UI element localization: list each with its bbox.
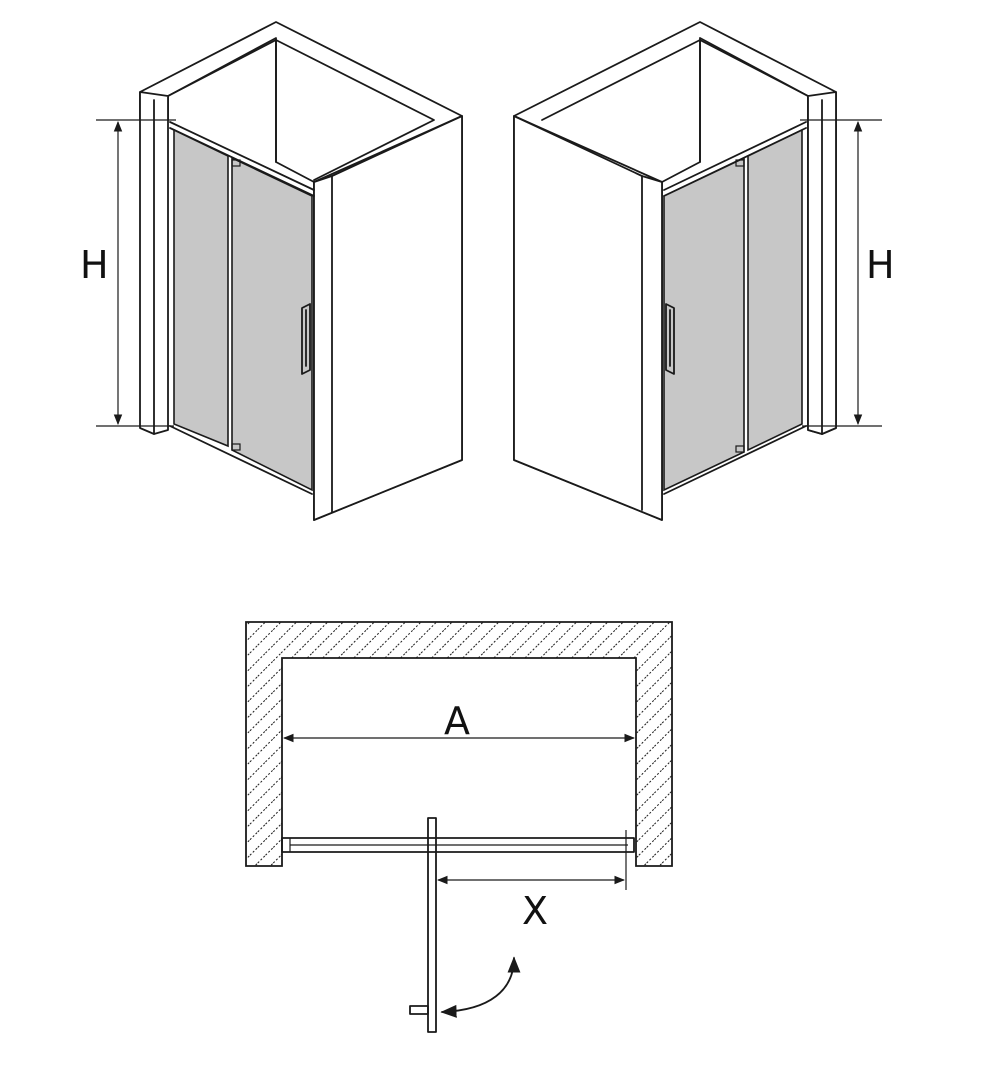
right-view-hinge-top: [735, 159, 745, 167]
right-view-door-panel: [663, 156, 745, 492]
plan-view-rail: [281, 837, 635, 853]
right-isometric-view: [513, 21, 882, 521]
right-view-door-handle: [665, 303, 675, 375]
left-view-height-label: H: [80, 243, 109, 287]
right-view-left-wall: [513, 115, 663, 521]
left-view-door-panel: [231, 156, 313, 492]
plan-view-hatched-walls: [245, 621, 673, 867]
left-view-top-rim: [167, 39, 435, 181]
left-view-fixed-panel: [173, 128, 229, 448]
right-view-hinge-bottom: [735, 445, 745, 453]
right-view-fixed-panel: [747, 128, 803, 452]
left-isometric-view: [96, 21, 463, 521]
plan-view: [245, 621, 673, 1033]
plan-view-swing-door: [427, 817, 437, 1033]
left-view-hinge-top: [231, 159, 241, 167]
plan-view-width-label: A: [444, 699, 470, 743]
left-view-hinge-bottom: [231, 443, 241, 451]
right-view-height-label: H: [866, 243, 895, 287]
plan-view-handle: [409, 1005, 429, 1015]
left-view-door-handle: [301, 303, 311, 375]
plan-view-swing-arrow: [440, 956, 521, 1018]
left-view-top-rail: [169, 121, 315, 191]
left-view-right-wall: [313, 115, 463, 521]
plan-view-opening-label: X: [522, 889, 548, 933]
right-view-top-rail: [663, 121, 807, 191]
